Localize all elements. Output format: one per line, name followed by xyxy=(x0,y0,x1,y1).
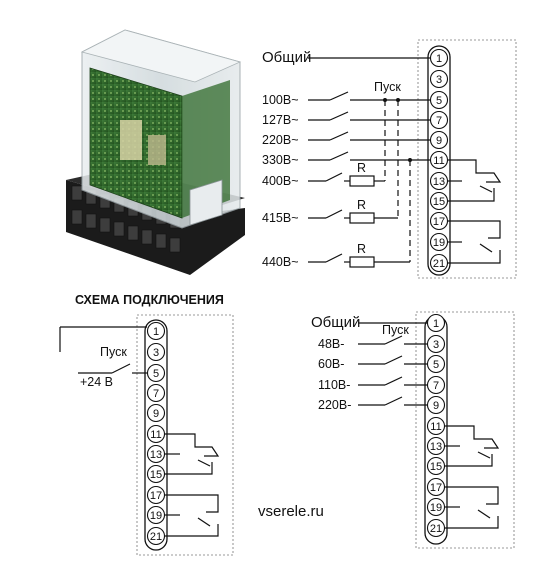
connection-heading: СХЕМА ПОДКЛЮЧЕНИЯ xyxy=(75,293,224,307)
diagram-ac-start-label: Пуск xyxy=(374,80,401,94)
diagram-dc-terminals: 1 3 5 7 9 11 13 15 17 19 21 xyxy=(426,313,446,538)
svg-text:9: 9 xyxy=(436,135,442,147)
svg-text:19: 19 xyxy=(150,510,162,522)
svg-text:3: 3 xyxy=(433,339,439,351)
svg-text:11: 11 xyxy=(433,155,444,167)
diagram-24v-frame xyxy=(136,314,234,556)
svg-text:13: 13 xyxy=(433,176,445,188)
ac-input-400: 400В~ xyxy=(262,174,299,188)
svg-text:1: 1 xyxy=(436,53,442,65)
dc-input-60: 60В- xyxy=(318,357,344,371)
diagram-24v-input-label: +24 В xyxy=(80,375,113,389)
diagram-24v-wiring: Пуск +24 В xyxy=(59,326,220,537)
diagram-24v-terminals: 1 3 5 7 9 11 13 15 17 19 21 xyxy=(146,321,166,546)
ac-input-415: 415В~ xyxy=(262,211,299,225)
svg-text:R: R xyxy=(357,198,366,212)
svg-text:7: 7 xyxy=(153,388,159,400)
diagram-24v: 1 3 5 7 9 11 13 15 17 19 21 Пуск +24 В xyxy=(59,314,234,556)
dc-input-220: 220В- xyxy=(318,398,351,412)
svg-text:3: 3 xyxy=(153,347,159,359)
diagram-ac: 1 3 5 7 9 11 13 15 17 19 21 Общий Пуск 1… xyxy=(262,39,517,279)
diagram-ac-frame xyxy=(417,39,517,279)
diagram-dc-wiring xyxy=(358,335,500,529)
site-watermark: vserele.ru xyxy=(258,503,324,520)
svg-text:11: 11 xyxy=(150,429,161,441)
svg-text:17: 17 xyxy=(433,216,445,228)
ac-input-127: 127В~ xyxy=(262,113,299,127)
svg-text:21: 21 xyxy=(433,258,445,270)
svg-text:9: 9 xyxy=(153,408,159,420)
svg-text:21: 21 xyxy=(430,523,442,535)
diagram-ac-wiring: R R R xyxy=(308,91,502,268)
svg-text:R: R xyxy=(357,161,366,175)
ac-input-220: 220В~ xyxy=(262,133,299,147)
svg-text:11: 11 xyxy=(430,421,441,433)
svg-text:17: 17 xyxy=(150,490,162,502)
svg-text:19: 19 xyxy=(433,237,445,249)
ac-input-330: 330В~ xyxy=(262,153,299,167)
svg-text:1: 1 xyxy=(433,318,439,330)
diagram-24v-start-label: Пуск xyxy=(100,345,127,359)
svg-text:15: 15 xyxy=(150,469,162,481)
diagram-ac-terminals: 1 3 5 7 9 11 13 15 17 19 21 xyxy=(429,48,449,273)
svg-text:13: 13 xyxy=(430,441,442,453)
svg-text:17: 17 xyxy=(430,482,442,494)
svg-text:5: 5 xyxy=(436,95,442,107)
diagram-dc: 1 3 5 7 9 11 13 15 17 19 21 Общий Пуск 4… xyxy=(311,311,515,549)
svg-text:9: 9 xyxy=(433,400,439,412)
ac-input-100: 100В~ xyxy=(262,93,299,107)
svg-text:21: 21 xyxy=(150,531,162,543)
diagram-dc-common-label: Общий xyxy=(311,314,360,331)
dc-input-110: 110В- xyxy=(318,378,350,392)
diagram-ac-common-label: Общий xyxy=(262,49,311,66)
svg-text:15: 15 xyxy=(430,461,442,473)
svg-text:13: 13 xyxy=(150,449,162,461)
svg-text:5: 5 xyxy=(153,368,159,380)
svg-text:7: 7 xyxy=(436,115,442,127)
svg-text:15: 15 xyxy=(433,196,445,208)
svg-text:7: 7 xyxy=(433,380,439,392)
svg-text:19: 19 xyxy=(430,502,442,514)
svg-text:5: 5 xyxy=(433,359,439,371)
dc-input-48: 48В- xyxy=(318,337,344,351)
svg-text:3: 3 xyxy=(436,74,442,86)
ac-input-440: 440В~ xyxy=(262,255,299,269)
diagram-dc-frame xyxy=(415,311,515,549)
svg-text:1: 1 xyxy=(153,326,159,338)
svg-text:R: R xyxy=(357,242,366,256)
diagram-dc-start-label: Пуск xyxy=(382,323,409,337)
relay-photo xyxy=(66,29,245,275)
